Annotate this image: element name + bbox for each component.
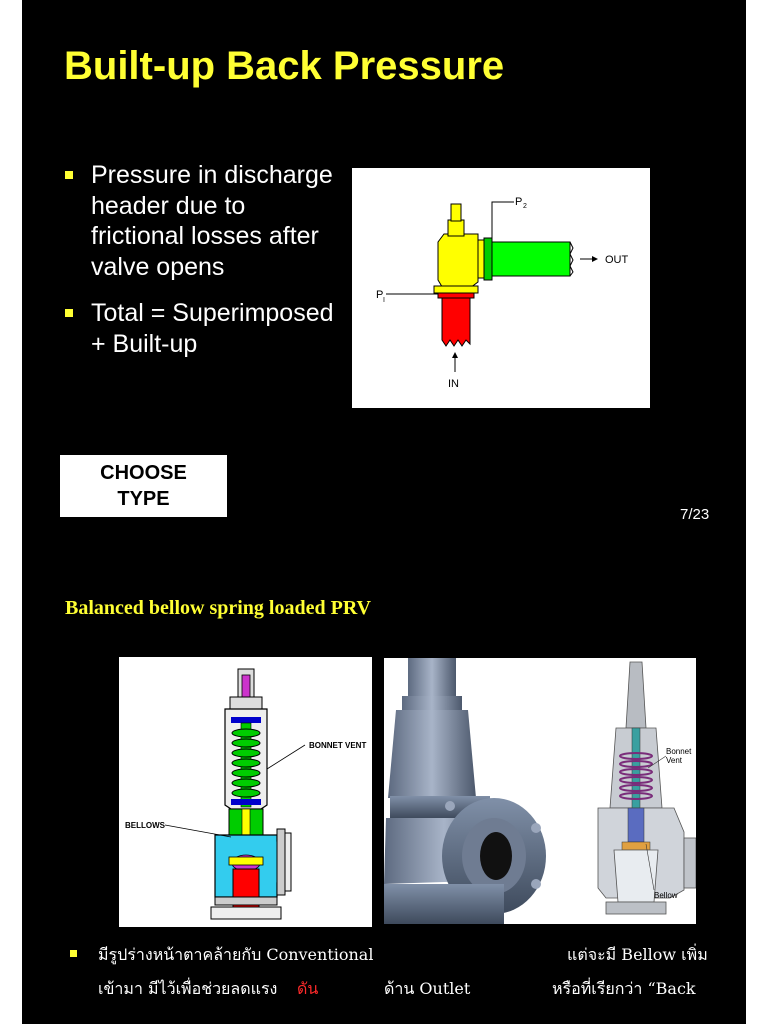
bullet-text: Total = Superimposed + Built-up — [91, 299, 334, 358]
thai-line1-left: มีรูปร่างหน้าตาคล้ายกับ Conventional — [98, 945, 374, 964]
photo-vent-label: Vent — [666, 756, 683, 765]
bonnet-vent-label: BONNET VENT — [309, 741, 366, 750]
valve-photo-and-cutaway: Bonnet Vent Bellow — [384, 658, 696, 924]
bullet-item: Total = Superimposed + Built-up — [64, 298, 334, 359]
slide: Built-up Back Pressure Pressure in disch… — [22, 0, 746, 1024]
choose-type-line2: TYPE — [117, 488, 170, 510]
valve-flow-diagram: P 2 P I OUT IN — [352, 168, 650, 408]
thai-line2-middle: ด้าน Outlet — [384, 979, 471, 998]
thai-line-2: เข้ามา มีไว้เพื่อช่วยลดแรง ดัน ด้าน Outl… — [62, 972, 722, 1006]
bullet-list: Pressure in discharge header due to fric… — [64, 160, 334, 375]
p1-label: P — [376, 289, 383, 301]
thai-line-1: มีรูปร่างหน้าตาคล้ายกับ Conventional แต่… — [62, 938, 722, 972]
bellows-label: BELLOWS — [125, 821, 166, 830]
photo-bonnet-label: Bonnet — [666, 747, 692, 756]
valve-body — [437, 233, 479, 291]
p2-subscript: 2 — [523, 203, 527, 210]
outlet-pipe — [491, 241, 571, 277]
bullet-item: Pressure in discharge header due to fric… — [64, 160, 334, 282]
balanced-bellow-cutaway-drawing: BONNET VENT BELLOWS — [119, 657, 372, 927]
p1-subscript: I — [383, 297, 385, 304]
thai-line1-right: แต่จะมี Bellow เพิ่ม — [567, 945, 708, 964]
p2-label: P — [515, 196, 522, 208]
thai-description: มีรูปร่างหน้าตาคล้ายกับ Conventional แต่… — [62, 938, 722, 1006]
thai-line2-left: เข้ามา มีไว้เพื่อช่วยลดแรง — [98, 979, 278, 998]
slide-title: Built-up Back Pressure — [64, 44, 505, 88]
bullet-square-icon — [65, 171, 73, 179]
inlet-pipe — [441, 297, 471, 347]
thai-line2-right: หรือที่เรียกว่า “Back — [552, 979, 696, 998]
photo-bellow-label: Bellow — [654, 891, 678, 900]
choose-type-line1: CHOOSE — [100, 462, 187, 484]
out-label: OUT — [605, 254, 629, 266]
choose-type-button[interactable]: CHOOSE TYPE — [59, 454, 228, 518]
bullet-text: Pressure in discharge header due to fric… — [91, 161, 333, 281]
thai-line2-red: ดัน — [297, 979, 319, 998]
bullet-square-icon — [70, 950, 77, 957]
bullet-square-icon — [65, 309, 73, 317]
note-heading: Balanced bellow spring loaded PRV — [65, 597, 371, 619]
page-number: 7/23 — [680, 506, 710, 523]
in-label: IN — [448, 378, 459, 390]
